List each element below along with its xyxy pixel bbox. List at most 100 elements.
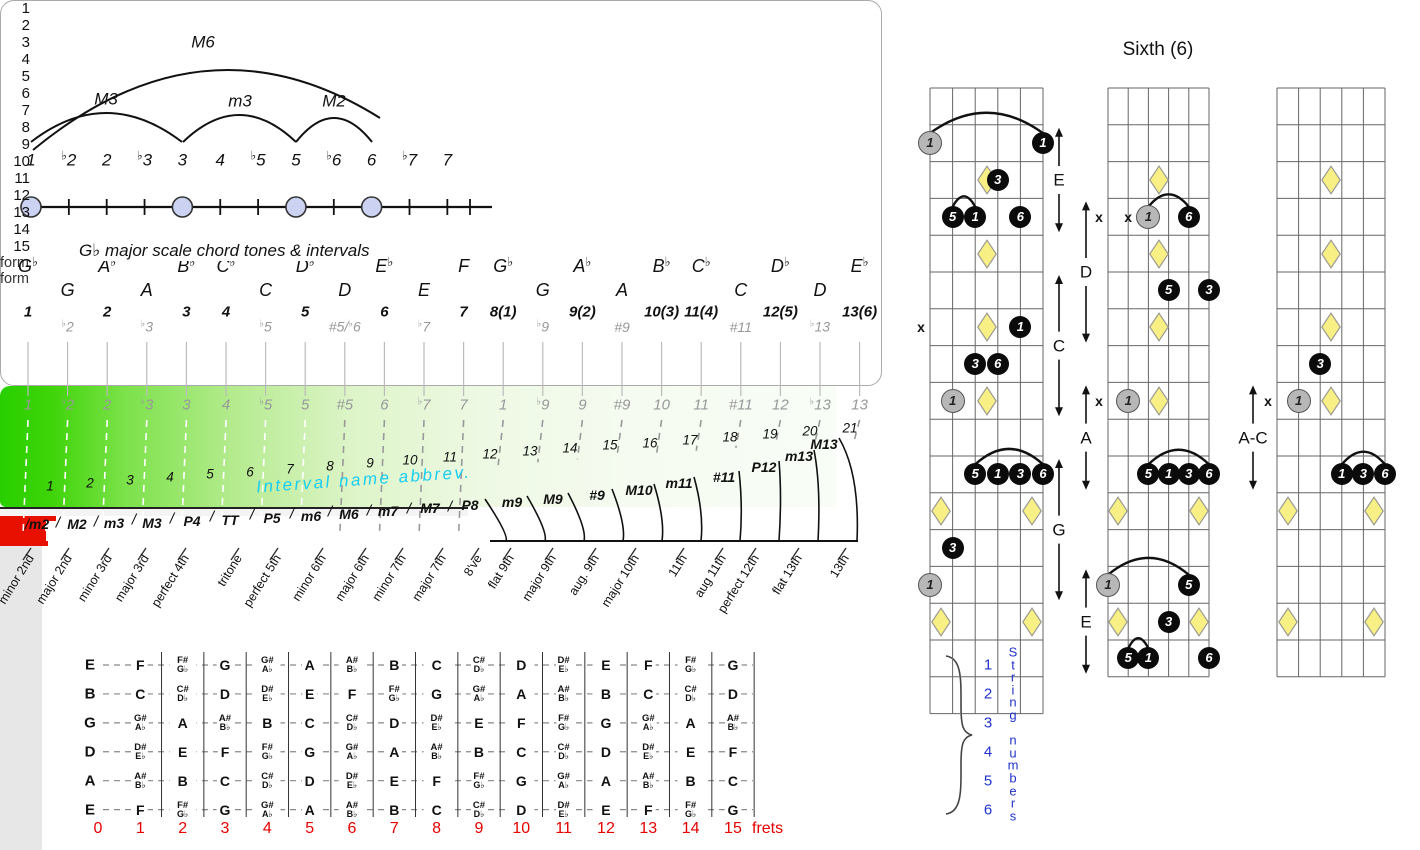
interval-arc (295, 117, 373, 143)
interval-name: major 2nd (33, 552, 75, 607)
abbrev-slash: / (289, 505, 295, 523)
strip-red-segment (0, 536, 46, 541)
abbrev-slash: / (93, 513, 99, 531)
semitone-number: 17 (682, 431, 698, 447)
note-cell: A (513, 686, 530, 701)
open-string-label: G (81, 715, 99, 731)
note-name: A♭ (573, 255, 592, 276)
finger-arc (951, 195, 977, 208)
fan-rib (567, 492, 586, 542)
chromatic-degree: 13 (851, 396, 868, 414)
chord-dot: 6 (1177, 205, 1200, 228)
interval-name: major 3rd (112, 552, 152, 605)
note-name: A (615, 280, 629, 300)
chromatic-degree: 12 (772, 396, 789, 414)
chord-dot: 3 (1177, 463, 1200, 486)
chromatic-degree: 11 (693, 396, 709, 414)
interval-abbrev: m6 (300, 508, 322, 524)
note-name: F (458, 256, 470, 276)
fret-marker-diamond (1277, 606, 1298, 637)
chord-dot: 3 (1157, 610, 1180, 633)
fan-dashed-line (180, 419, 188, 536)
note-cell: F#G♭ (682, 655, 699, 674)
note-cell: F#G♭ (175, 655, 191, 674)
note-cell: G (724, 802, 742, 817)
finger-arc (1107, 556, 1190, 576)
fret-number: 1 (135, 820, 145, 837)
note-cell: E (301, 686, 318, 701)
note-cell: F (641, 802, 656, 817)
fret-number: 9 (474, 820, 484, 837)
chromatic-degree: 1 (23, 396, 33, 414)
note-cell: B (470, 744, 488, 759)
note-cell: A#B♭ (428, 741, 445, 761)
note-cell: B (386, 802, 403, 817)
form-region-label: C (1052, 336, 1066, 356)
chord-dot: 1 (1286, 388, 1311, 413)
note-cell: G#A♭ (258, 799, 276, 819)
chord-dot: 3 (986, 169, 1009, 191)
abbrev-slash: / (169, 510, 175, 528)
name-leader (627, 547, 637, 561)
form-fret-number: 13 (13, 204, 30, 221)
shaded-fret-band (0, 713, 43, 850)
name-leader (434, 547, 444, 561)
note-cell: C (428, 802, 445, 817)
note-name: A♭ (98, 255, 117, 276)
string-numbers-vertical-label: n (1009, 732, 1017, 748)
note-cell: G (428, 686, 446, 701)
note-cell: C (640, 686, 657, 701)
chromatic-degree: 9 (578, 396, 587, 414)
note-cell: G (597, 715, 615, 730)
arrow-down (1082, 333, 1090, 343)
fret-marker-diamond (1321, 385, 1341, 416)
note-cell: F (133, 802, 148, 817)
scale-degree: 5 (291, 150, 301, 170)
frets-label: frets (752, 820, 784, 837)
semitone-number: 1 (46, 478, 54, 494)
chromatic-degree: ♭9 (536, 395, 550, 414)
chord-dot: 6 (1198, 463, 1220, 486)
chromatic-degree: 1 (499, 396, 508, 414)
string-numbers-vertical-label: e (1009, 783, 1017, 799)
fret-marker-diamond (931, 606, 952, 637)
note-cell: F#G♭ (386, 683, 402, 703)
degree-label: 9(2) (569, 303, 596, 321)
chord-dot: 1 (1137, 647, 1160, 670)
interval-name: flat 13th (769, 552, 805, 598)
degree-label: ♭7 (417, 318, 431, 335)
fret-number: 11 (555, 820, 572, 837)
fan-dashed-line (299, 419, 306, 536)
note-cell: A (682, 715, 699, 730)
fan-dashed-line (853, 419, 861, 440)
note-cell: F (514, 715, 529, 730)
fret-number: 3 (220, 820, 230, 837)
shaded-fret-band (0, 546, 43, 713)
note-cell: F (429, 773, 444, 788)
chord-dot: 1 (918, 572, 942, 597)
note-cell: C (301, 715, 318, 730)
degree-label: #5/♭6 (328, 318, 361, 335)
interval-abbrev: m2 (28, 516, 50, 532)
form-fret-number: 11 (14, 170, 30, 187)
open-string-label: B (81, 686, 99, 702)
note-name: C (259, 280, 273, 300)
arrow-down (1249, 480, 1257, 490)
name-leader (230, 547, 240, 561)
string-numbers-vertical-label: t (1011, 657, 1015, 673)
name-leader (177, 547, 187, 561)
semitone-number: 16 (642, 434, 658, 450)
abbrev-slash: / (447, 498, 453, 516)
fret-marker-diamond (931, 496, 952, 527)
semitone-number: 11 (442, 449, 458, 465)
abbrev-slash: / (249, 506, 255, 524)
name-leader (502, 547, 512, 561)
fret-number: 8 (432, 820, 442, 837)
arrow-up (1082, 385, 1090, 395)
arrow-down (1055, 223, 1063, 233)
finger-arc (1340, 450, 1386, 466)
fret-marker-diamond (976, 385, 997, 416)
degree-label: ♭5 (259, 318, 272, 335)
form-fret-number: 1 (21, 0, 30, 17)
interval-name: minor 6th (289, 552, 329, 604)
